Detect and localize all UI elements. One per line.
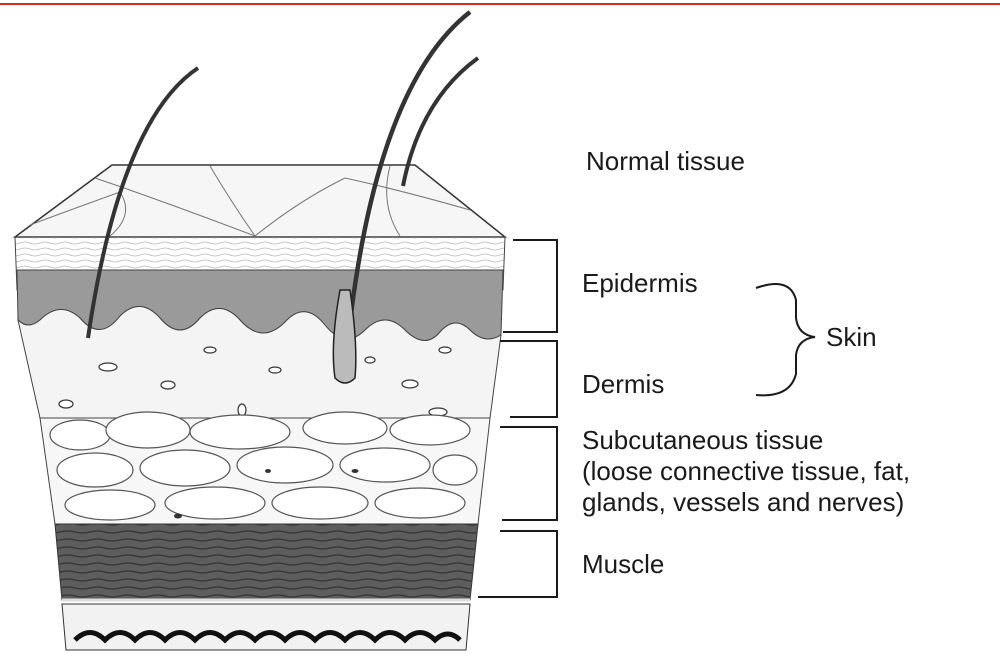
- subcutaneous-label-line2: (loose connective tissue, fat,: [582, 456, 910, 487]
- epidermis-label: Epidermis: [582, 268, 698, 298]
- subcutaneous-label-line3: glands, vessels and nerves): [582, 487, 910, 518]
- subcutaneous-bracket: [500, 427, 557, 520]
- dermis-label: Dermis: [582, 369, 664, 399]
- muscle-bracket: [478, 531, 557, 597]
- skin-curly-brace: [756, 284, 815, 395]
- dermis-bracket: [500, 341, 557, 417]
- fat-lobules: [50, 412, 477, 520]
- muscle-label: Muscle: [582, 549, 664, 579]
- subcutaneous-label: Subcutaneous tissue (loose connective ti…: [582, 425, 910, 518]
- normal-tissue-title: Normal tissue: [586, 146, 745, 176]
- deep-tissue: [62, 604, 470, 650]
- skin-surface: [15, 165, 505, 237]
- epidermis-bracket: [503, 240, 557, 332]
- subcutaneous-label-line1: Subcutaneous tissue: [582, 425, 910, 456]
- muscle-fibers: [55, 524, 478, 600]
- skin-label: Skin: [826, 322, 877, 352]
